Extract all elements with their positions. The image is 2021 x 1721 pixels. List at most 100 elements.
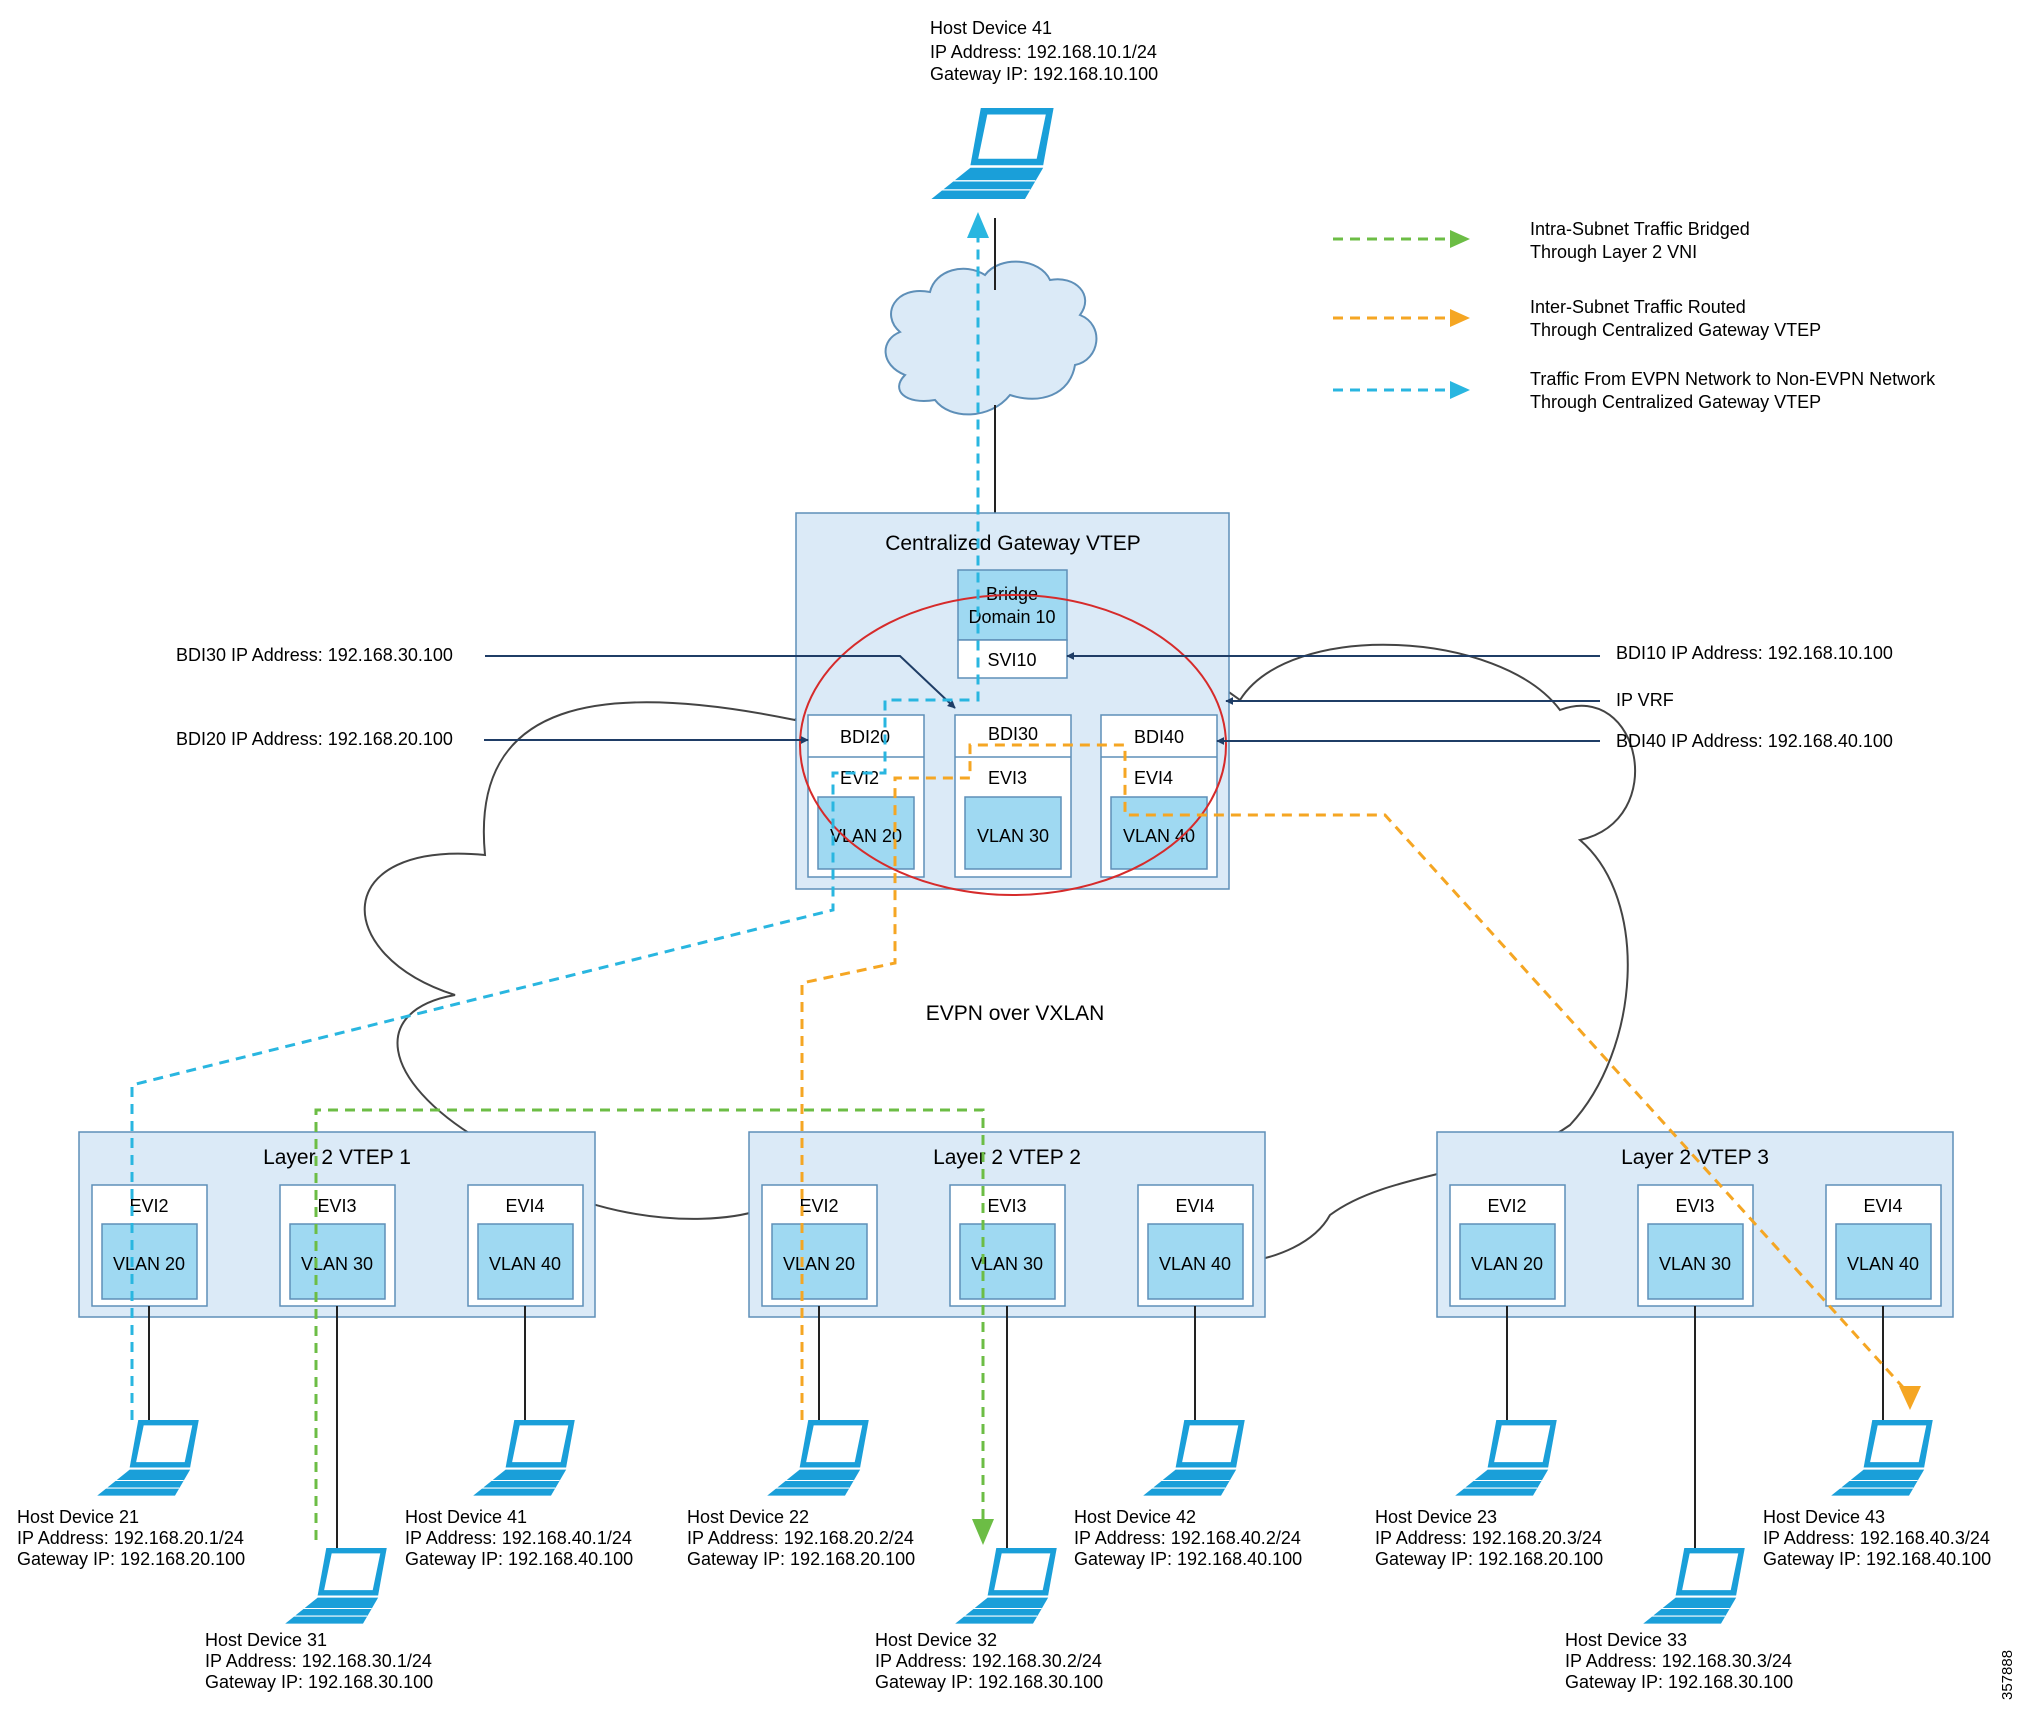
- laptop-icon: [1142, 1419, 1246, 1497]
- vtep-title: Layer 2 VTEP 1: [263, 1146, 411, 1169]
- vlan-label: VLAN 20: [113, 1254, 185, 1274]
- figure-id: 357888: [1999, 1650, 2016, 1700]
- vlan-box: [289, 1223, 386, 1300]
- top-host-ip: IP Address: 192.168.10.1/24: [930, 42, 1157, 62]
- laptop-icon: [766, 1419, 870, 1497]
- laptop-icon: [96, 1419, 200, 1497]
- path-blue: [130, 225, 980, 1420]
- callouts: BDI30 IP Address: 192.168.30.100 BDI20 I…: [176, 643, 1893, 751]
- host-gateway: Gateway IP: 192.168.30.100: [1565, 1672, 1793, 1692]
- vlan-label: VLAN 20: [783, 1254, 855, 1274]
- host-name: Host Device 32: [875, 1630, 997, 1650]
- vlan-box: [101, 1223, 198, 1300]
- host-name: Host Device 33: [1565, 1630, 1687, 1650]
- gateway-title: Centralized Gateway VTEP: [885, 532, 1141, 555]
- callout-bdi30: BDI30 IP Address: 192.168.30.100: [176, 645, 453, 665]
- vlan-label: VLAN 40: [489, 1254, 561, 1274]
- host-name: Host Device 43: [1763, 1507, 1885, 1527]
- vlan-box: [771, 1223, 868, 1300]
- vlan-box: [1147, 1223, 1244, 1300]
- host-name: Host Device 22: [687, 1507, 809, 1527]
- host-gateway: Gateway IP: 192.168.40.100: [1763, 1549, 1991, 1569]
- gw-vlan20: VLAN 20: [830, 826, 902, 846]
- legend-1-line2: Through Layer 2 VNI: [1530, 242, 1697, 262]
- bridge-domain-box: [957, 569, 1068, 641]
- laptop-icon: [1830, 1419, 1934, 1497]
- traffic-paths: [130, 212, 1921, 1545]
- callout-bdi40: BDI40 IP Address: 192.168.40.100: [1616, 731, 1893, 751]
- gw-vlan40-box: [1110, 796, 1208, 870]
- vlan-box: [1647, 1223, 1744, 1300]
- host-ip: IP Address: 192.168.30.2/24: [875, 1651, 1102, 1671]
- host-gateway: Gateway IP: 192.168.40.100: [1074, 1549, 1302, 1569]
- evi-label: EVI4: [1863, 1196, 1902, 1216]
- gw-bdi30: BDI30: [988, 724, 1038, 744]
- evi-label: EVI2: [129, 1196, 168, 1216]
- gw-vlan40: VLAN 40: [1123, 826, 1195, 846]
- legend-arrow-blue: [1450, 381, 1470, 399]
- top-host-gateway: Gateway IP: 192.168.10.100: [930, 64, 1158, 84]
- laptop-icon: [284, 1547, 388, 1625]
- legend-arrow-green: [1450, 230, 1470, 248]
- host-name: Host Device 21: [17, 1507, 139, 1527]
- laptop-icon: [954, 1547, 1058, 1625]
- host-ip: IP Address: 192.168.40.1/24: [405, 1528, 632, 1548]
- gw-evi3: EVI3: [988, 768, 1027, 788]
- path-blue-arrow: [967, 212, 989, 238]
- host-gateway: Gateway IP: 192.168.20.100: [17, 1549, 245, 1569]
- callout-ipvrf: IP VRF: [1616, 690, 1674, 710]
- gw-evi2: EVI2: [840, 768, 879, 788]
- gateway-vtep: Centralized Gateway VTEP Bridge Domain 1…: [795, 512, 1230, 896]
- evi-label: EVI3: [987, 1196, 1026, 1216]
- laptop-icon: [930, 107, 1055, 200]
- vlan-label: VLAN 40: [1847, 1254, 1919, 1274]
- gw-bdi20: BDI20: [840, 727, 890, 747]
- host-name: Host Device 31: [205, 1630, 327, 1650]
- gw-vlan30: VLAN 30: [977, 826, 1049, 846]
- host-ip: IP Address: 192.168.30.3/24: [1565, 1651, 1792, 1671]
- host-ip: IP Address: 192.168.30.1/24: [205, 1651, 432, 1671]
- evi-label: EVI3: [317, 1196, 356, 1216]
- bridge-domain-line2: Domain 10: [968, 607, 1055, 627]
- host-ip: IP Address: 192.168.20.2/24: [687, 1528, 914, 1548]
- callout-bdi10: BDI10 IP Address: 192.168.10.100: [1616, 643, 1893, 663]
- vlan-label: VLAN 30: [971, 1254, 1043, 1274]
- svi-box: [957, 639, 1068, 679]
- path-orange: [800, 743, 1912, 1420]
- vlan-label: VLAN 30: [1659, 1254, 1731, 1274]
- vtep-title: Layer 2 VTEP 2: [933, 1146, 1081, 1169]
- evi-label: EVI4: [1175, 1196, 1214, 1216]
- host-gateway: Gateway IP: 192.168.30.100: [205, 1672, 433, 1692]
- evpn-label: EVPN over VXLAN: [926, 1002, 1105, 1025]
- bridge-domain-line1: Bridge: [986, 584, 1038, 604]
- legend-2-line1: Inter-Subnet Traffic Routed: [1530, 297, 1746, 317]
- vlan-box: [1835, 1223, 1932, 1300]
- path-orange-arrow: [1899, 1386, 1921, 1410]
- evi-label: EVI3: [1675, 1196, 1714, 1216]
- vlan-label: VLAN 40: [1159, 1254, 1231, 1274]
- host-name: Host Device 42: [1074, 1507, 1196, 1527]
- evi-label: EVI2: [1487, 1196, 1526, 1216]
- host-gateway: Gateway IP: 192.168.20.100: [1375, 1549, 1603, 1569]
- host-ip: IP Address: 192.168.40.3/24: [1763, 1528, 1990, 1548]
- host-ip: IP Address: 192.168.40.2/24: [1074, 1528, 1301, 1548]
- gw-bdi40: BDI40: [1134, 727, 1184, 747]
- vlan-label: VLAN 20: [1471, 1254, 1543, 1274]
- host-ip: IP Address: 192.168.20.1/24: [17, 1528, 244, 1548]
- laptop-icon: [472, 1419, 576, 1497]
- vlan-box: [959, 1223, 1056, 1300]
- host-name: Host Device 23: [1375, 1507, 1497, 1527]
- ip-vrf-ellipse: [799, 594, 1227, 896]
- top-host-name: Host Device 41: [930, 18, 1052, 38]
